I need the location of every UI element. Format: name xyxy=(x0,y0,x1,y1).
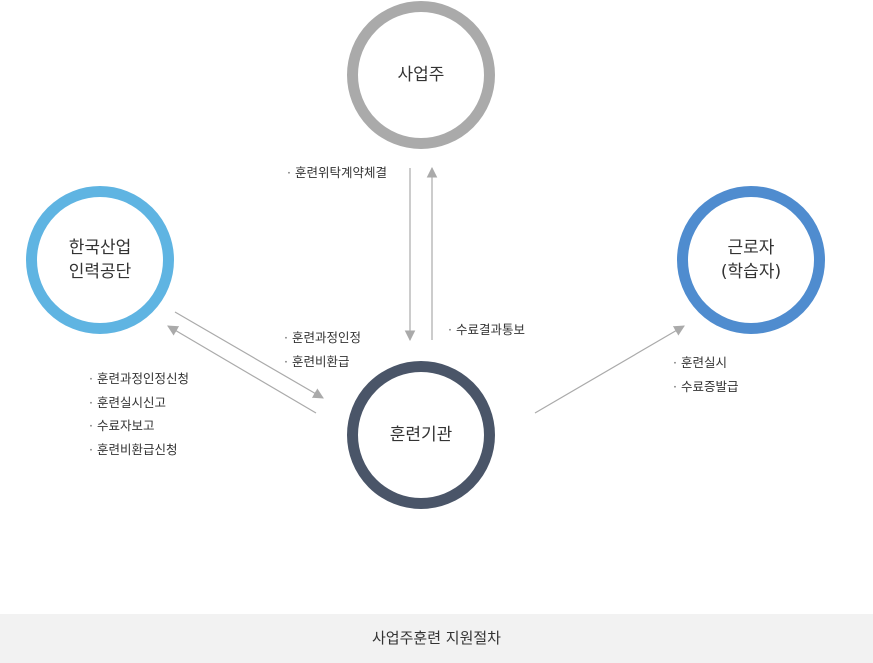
worker-label-line1: 근로자 xyxy=(727,238,775,258)
hrd-to-institution-labels: 훈련과정인정 훈련비환급 xyxy=(284,326,361,373)
employer-to-institution-labels: 훈련위탁계약체결 xyxy=(287,161,387,185)
arrow-institution-to-hrd xyxy=(167,325,317,414)
arrow-hrd-to-institution xyxy=(174,311,324,399)
footer-caption: 사업주훈련 지원절차 xyxy=(0,614,873,663)
node-training-institution: 훈련기관 xyxy=(351,423,491,447)
list-item: 훈련실시신고 xyxy=(89,391,189,415)
node-worker: 근로자 (학습자) xyxy=(681,236,821,284)
institution-to-hrd-labels: 훈련과정인정신청 훈련실시신고 수료자보고 훈련비환급신청 xyxy=(89,367,189,461)
worker-circle xyxy=(677,186,825,334)
list-item: 수료결과통보 xyxy=(448,318,525,342)
arrow-institution-to-worker xyxy=(534,325,685,414)
list-item: 훈련비환급 xyxy=(284,350,361,374)
node-employer: 사업주 xyxy=(351,63,491,87)
hrd-korea-label-line2: 인력공단 xyxy=(68,262,132,282)
list-item: 훈련비환급신청 xyxy=(89,438,189,462)
footer-title: 사업주훈련 지원절차 xyxy=(372,629,501,647)
node-hrd-korea: 한국산업 인력공단 xyxy=(30,236,170,284)
list-item: 훈련과정인정신청 xyxy=(89,367,189,391)
training-institution-circle xyxy=(347,361,495,509)
list-item: 수료자보고 xyxy=(89,414,189,438)
list-item: 수료증발급 xyxy=(673,375,739,399)
training-institution-label: 훈련기관 xyxy=(389,425,453,445)
institution-to-worker-labels: 훈련실시 수료증발급 xyxy=(673,351,739,399)
employer-circle xyxy=(347,1,495,149)
list-item: 훈련실시 xyxy=(673,351,738,375)
institution-to-employer-labels: 수료결과통보 xyxy=(448,318,525,342)
worker-label-line2: (학습자) xyxy=(720,262,782,282)
list-item: 훈련위탁계약체결 xyxy=(287,161,387,185)
list-item: 훈련과정인정 xyxy=(284,326,361,350)
employer-label: 사업주 xyxy=(397,65,445,85)
hrd-korea-label-line1: 한국산업 xyxy=(68,238,132,258)
hrd-korea-circle xyxy=(26,186,174,334)
